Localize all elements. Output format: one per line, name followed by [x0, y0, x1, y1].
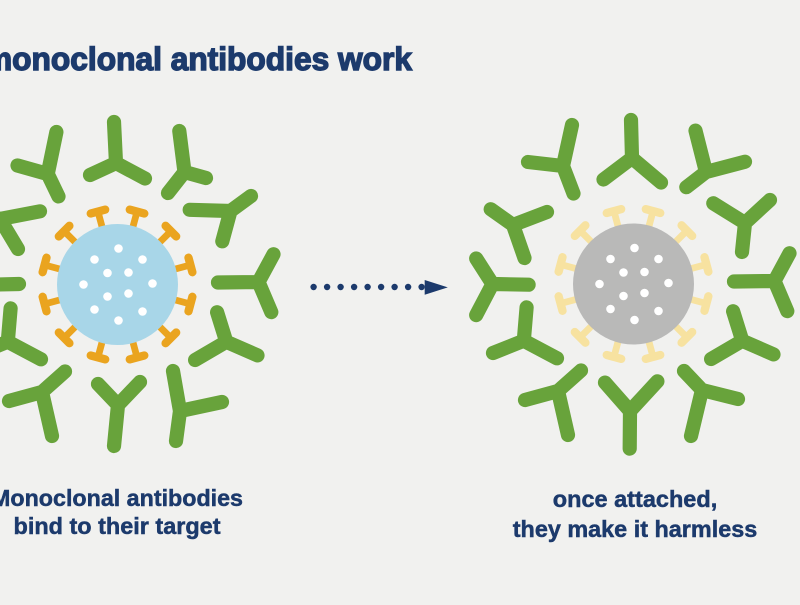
svg-text:bind to their target: bind to their target	[14, 513, 221, 539]
svg-text:once attached,: once attached,	[553, 486, 718, 512]
svg-text:monoclonal antibodies work: monoclonal antibodies work	[0, 41, 412, 77]
svg-text:they make it harmless: they make it harmless	[513, 516, 758, 542]
svg-text:Monoclonal antibodies: Monoclonal antibodies	[0, 485, 243, 511]
